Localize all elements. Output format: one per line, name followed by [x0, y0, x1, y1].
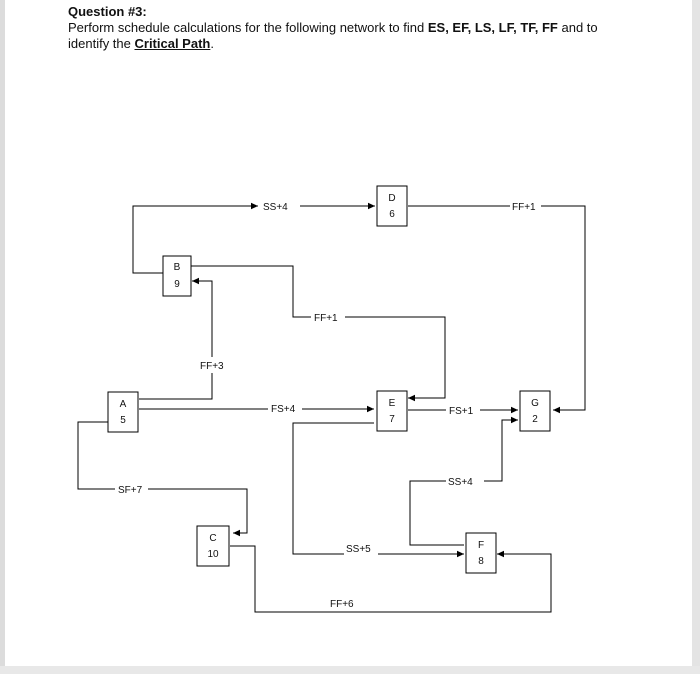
link-a-to-c: SF+7 [77, 421, 248, 537]
node-c-letter: C [209, 533, 216, 544]
link-c-to-f: FF+6 [230, 545, 552, 613]
link-b-to-e: FF+1 [191, 265, 446, 402]
line1-end: and to [557, 20, 598, 35]
right-border [692, 0, 700, 674]
activity-node-f: F 8 [465, 532, 497, 574]
activity-node-g: G 2 [519, 390, 551, 432]
label-e-to-g: FS+1 [449, 406, 474, 417]
node-d-letter: D [388, 193, 395, 204]
node-a-duration: 5 [120, 415, 126, 426]
label-b-to-e: FF+1 [314, 313, 338, 324]
activity-node-a: A 5 [107, 391, 139, 433]
activity-node-c: C 10 [196, 525, 230, 567]
label-c-to-f: FF+6 [330, 599, 354, 610]
line2-end: . [210, 36, 214, 51]
label-d-to-g: FF+1 [512, 202, 536, 213]
bottom-border [0, 666, 700, 674]
node-f-duration: 8 [478, 556, 484, 567]
link-d-to-g: FF+1 [408, 202, 586, 414]
link-a-to-b: FF+3 [139, 277, 224, 400]
node-b-letter: B [174, 262, 181, 273]
node-g-duration: 2 [532, 414, 538, 425]
link-b-to-d: SS+4 [132, 202, 375, 274]
question-line-1: Perform schedule calculations for the fo… [68, 20, 678, 36]
node-g-letter: G [531, 398, 539, 409]
node-f-letter: F [478, 540, 484, 551]
question-line-2: identify the Critical Path. [68, 36, 678, 52]
activity-node-e: E 7 [376, 390, 408, 432]
question-title: Question #3: [68, 4, 147, 19]
label-a-to-b: FF+3 [200, 361, 224, 372]
question-header: Question #3: Perform schedule calculatio… [68, 4, 678, 52]
line2-text: identify the [68, 36, 135, 51]
link-f-to-g: SS+4 [409, 416, 518, 546]
node-b-duration: 9 [174, 279, 180, 290]
label-e-to-f: SS+5 [346, 544, 371, 555]
node-c-duration: 10 [207, 549, 219, 560]
link-e-to-f: SS+5 [292, 422, 464, 558]
node-a-letter: A [120, 399, 127, 410]
line1-text: Perform schedule calculations for the fo… [68, 20, 428, 35]
left-border [0, 0, 5, 674]
link-e-to-g: FS+1 [408, 406, 518, 417]
activity-node-b: B 9 [162, 255, 192, 297]
node-e-letter: E [389, 398, 396, 409]
activity-node-d: D 6 [376, 185, 408, 227]
critical-path-term: Critical Path [134, 36, 211, 51]
label-f-to-g: SS+4 [448, 477, 473, 488]
label-a-to-e: FS+4 [271, 404, 296, 415]
schedule-terms: ES, EF, LS, LF, TF, FF [427, 20, 558, 35]
node-d-duration: 6 [389, 209, 395, 220]
label-a-to-c: SF+7 [118, 485, 143, 496]
node-e-duration: 7 [389, 414, 395, 425]
label-b-to-d: SS+4 [263, 202, 288, 213]
link-a-to-e: FS+4 [139, 404, 374, 415]
